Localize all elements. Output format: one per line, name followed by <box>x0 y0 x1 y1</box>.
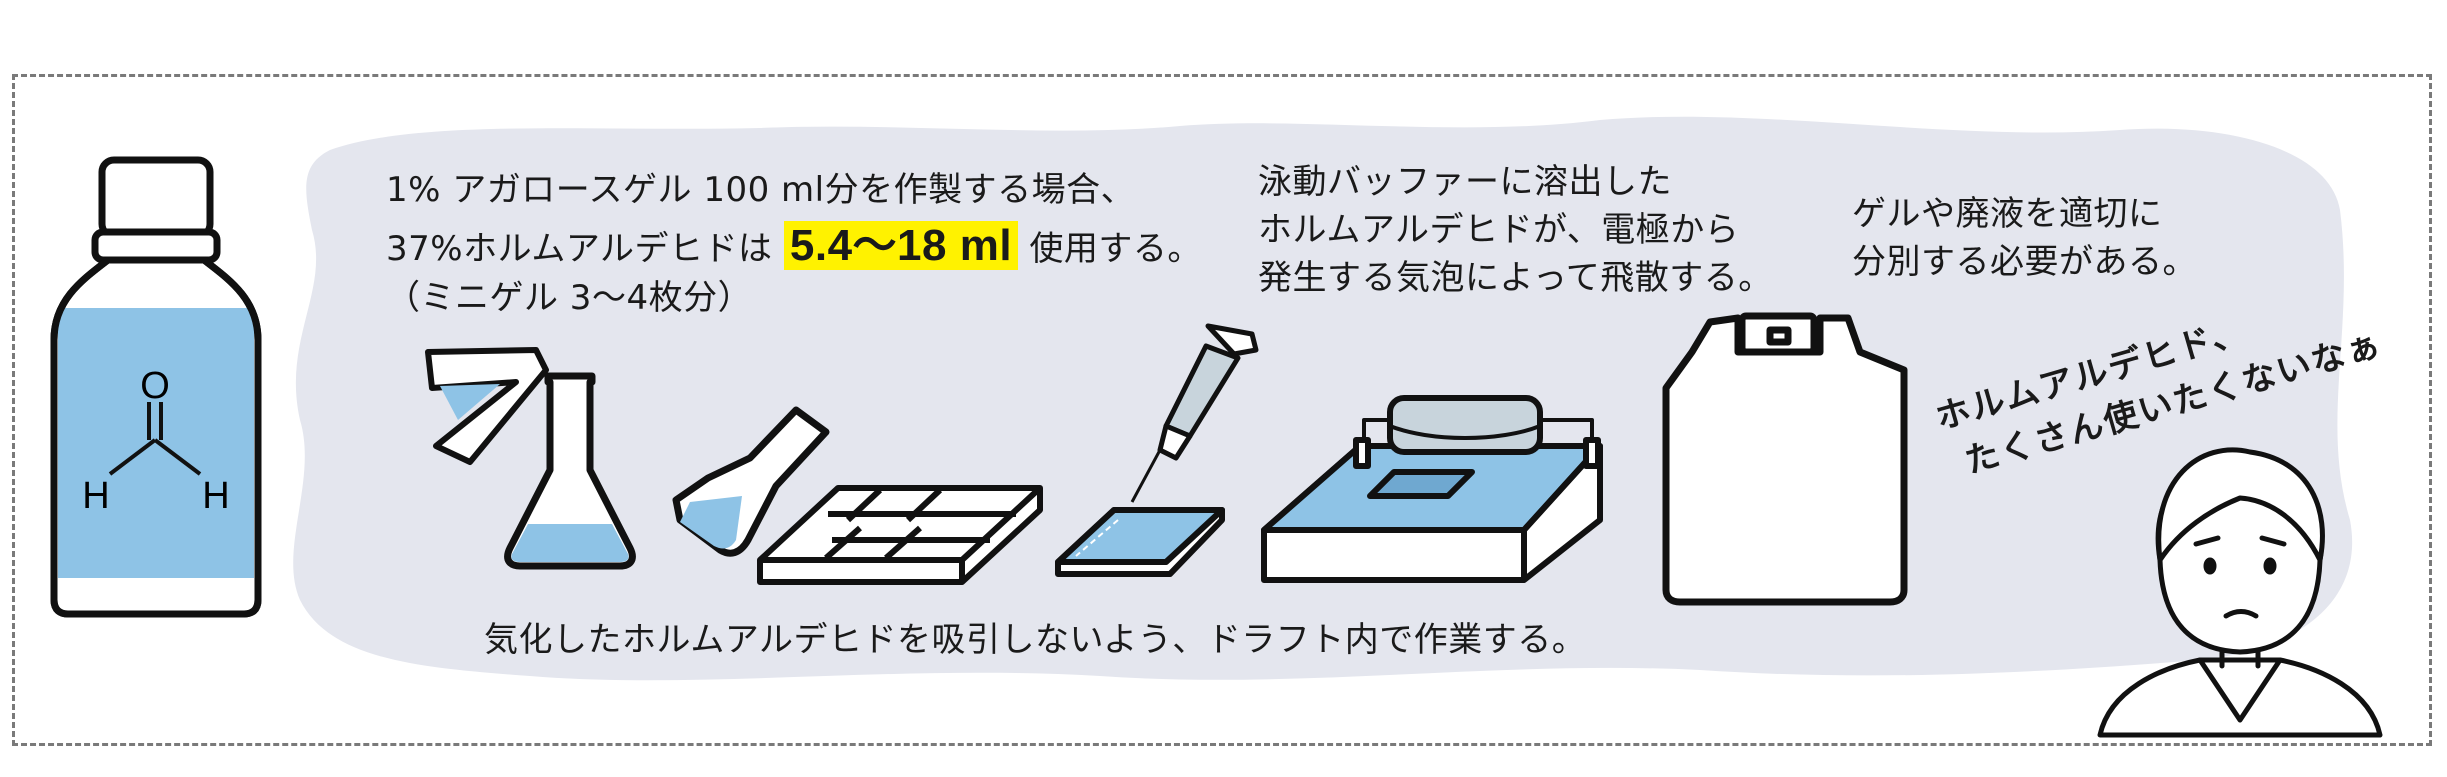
waste-note-line1: ゲルや廃液を適切に <box>1852 194 2163 234</box>
dashed-frame <box>12 74 2432 746</box>
agarose-note-suffix: 使用する。 <box>1029 229 1202 269</box>
pipette-icon <box>1130 323 1259 503</box>
oxygen-atom: O <box>140 365 170 407</box>
draft-note: 気化したホルムアルデヒドを吸引しないよう、ドラフト内で作業する。 <box>484 620 1587 660</box>
graduated-cylinder-icon <box>425 347 549 465</box>
waste-tank-icon <box>1662 312 1908 606</box>
tilted-flask-icon <box>672 406 830 557</box>
worried-woman-icon <box>2097 447 2383 738</box>
agarose-note-line3: （ミニゲル 3〜4枚分） <box>386 278 753 318</box>
waste-note-line2: 分別する必要がある。 <box>1852 242 2197 282</box>
gel-tray-icon <box>757 485 1043 585</box>
formaldehyde-structure <box>108 402 202 476</box>
buffer-note-line3: 発生する気泡によって飛散する。 <box>1258 258 1773 298</box>
agarose-note-prefix: 37%ホルムアルデヒドは <box>386 229 773 269</box>
hydrogen-atom-right: H <box>202 475 229 517</box>
buffer-note-line1: 泳動バッファーに溶出した <box>1258 162 1672 202</box>
buffer-note-line2: ホルムアルデヒドが、電極から <box>1258 210 1740 250</box>
gel-plate-icon <box>1055 507 1225 577</box>
electrophoresis-tank-icon <box>1261 395 1603 583</box>
agarose-volume-highlight: 5.4〜18 ml <box>783 221 1019 270</box>
flask-icon <box>504 372 636 570</box>
agarose-note-line1: 1% アガロースゲル 100 ml分を作製する場合、 <box>386 170 1136 210</box>
hydrogen-atom-left: H <box>82 475 109 517</box>
agarose-note-line2: 37%ホルムアルデヒドは 5.4〜18 ml 使用する。 <box>386 221 1202 273</box>
